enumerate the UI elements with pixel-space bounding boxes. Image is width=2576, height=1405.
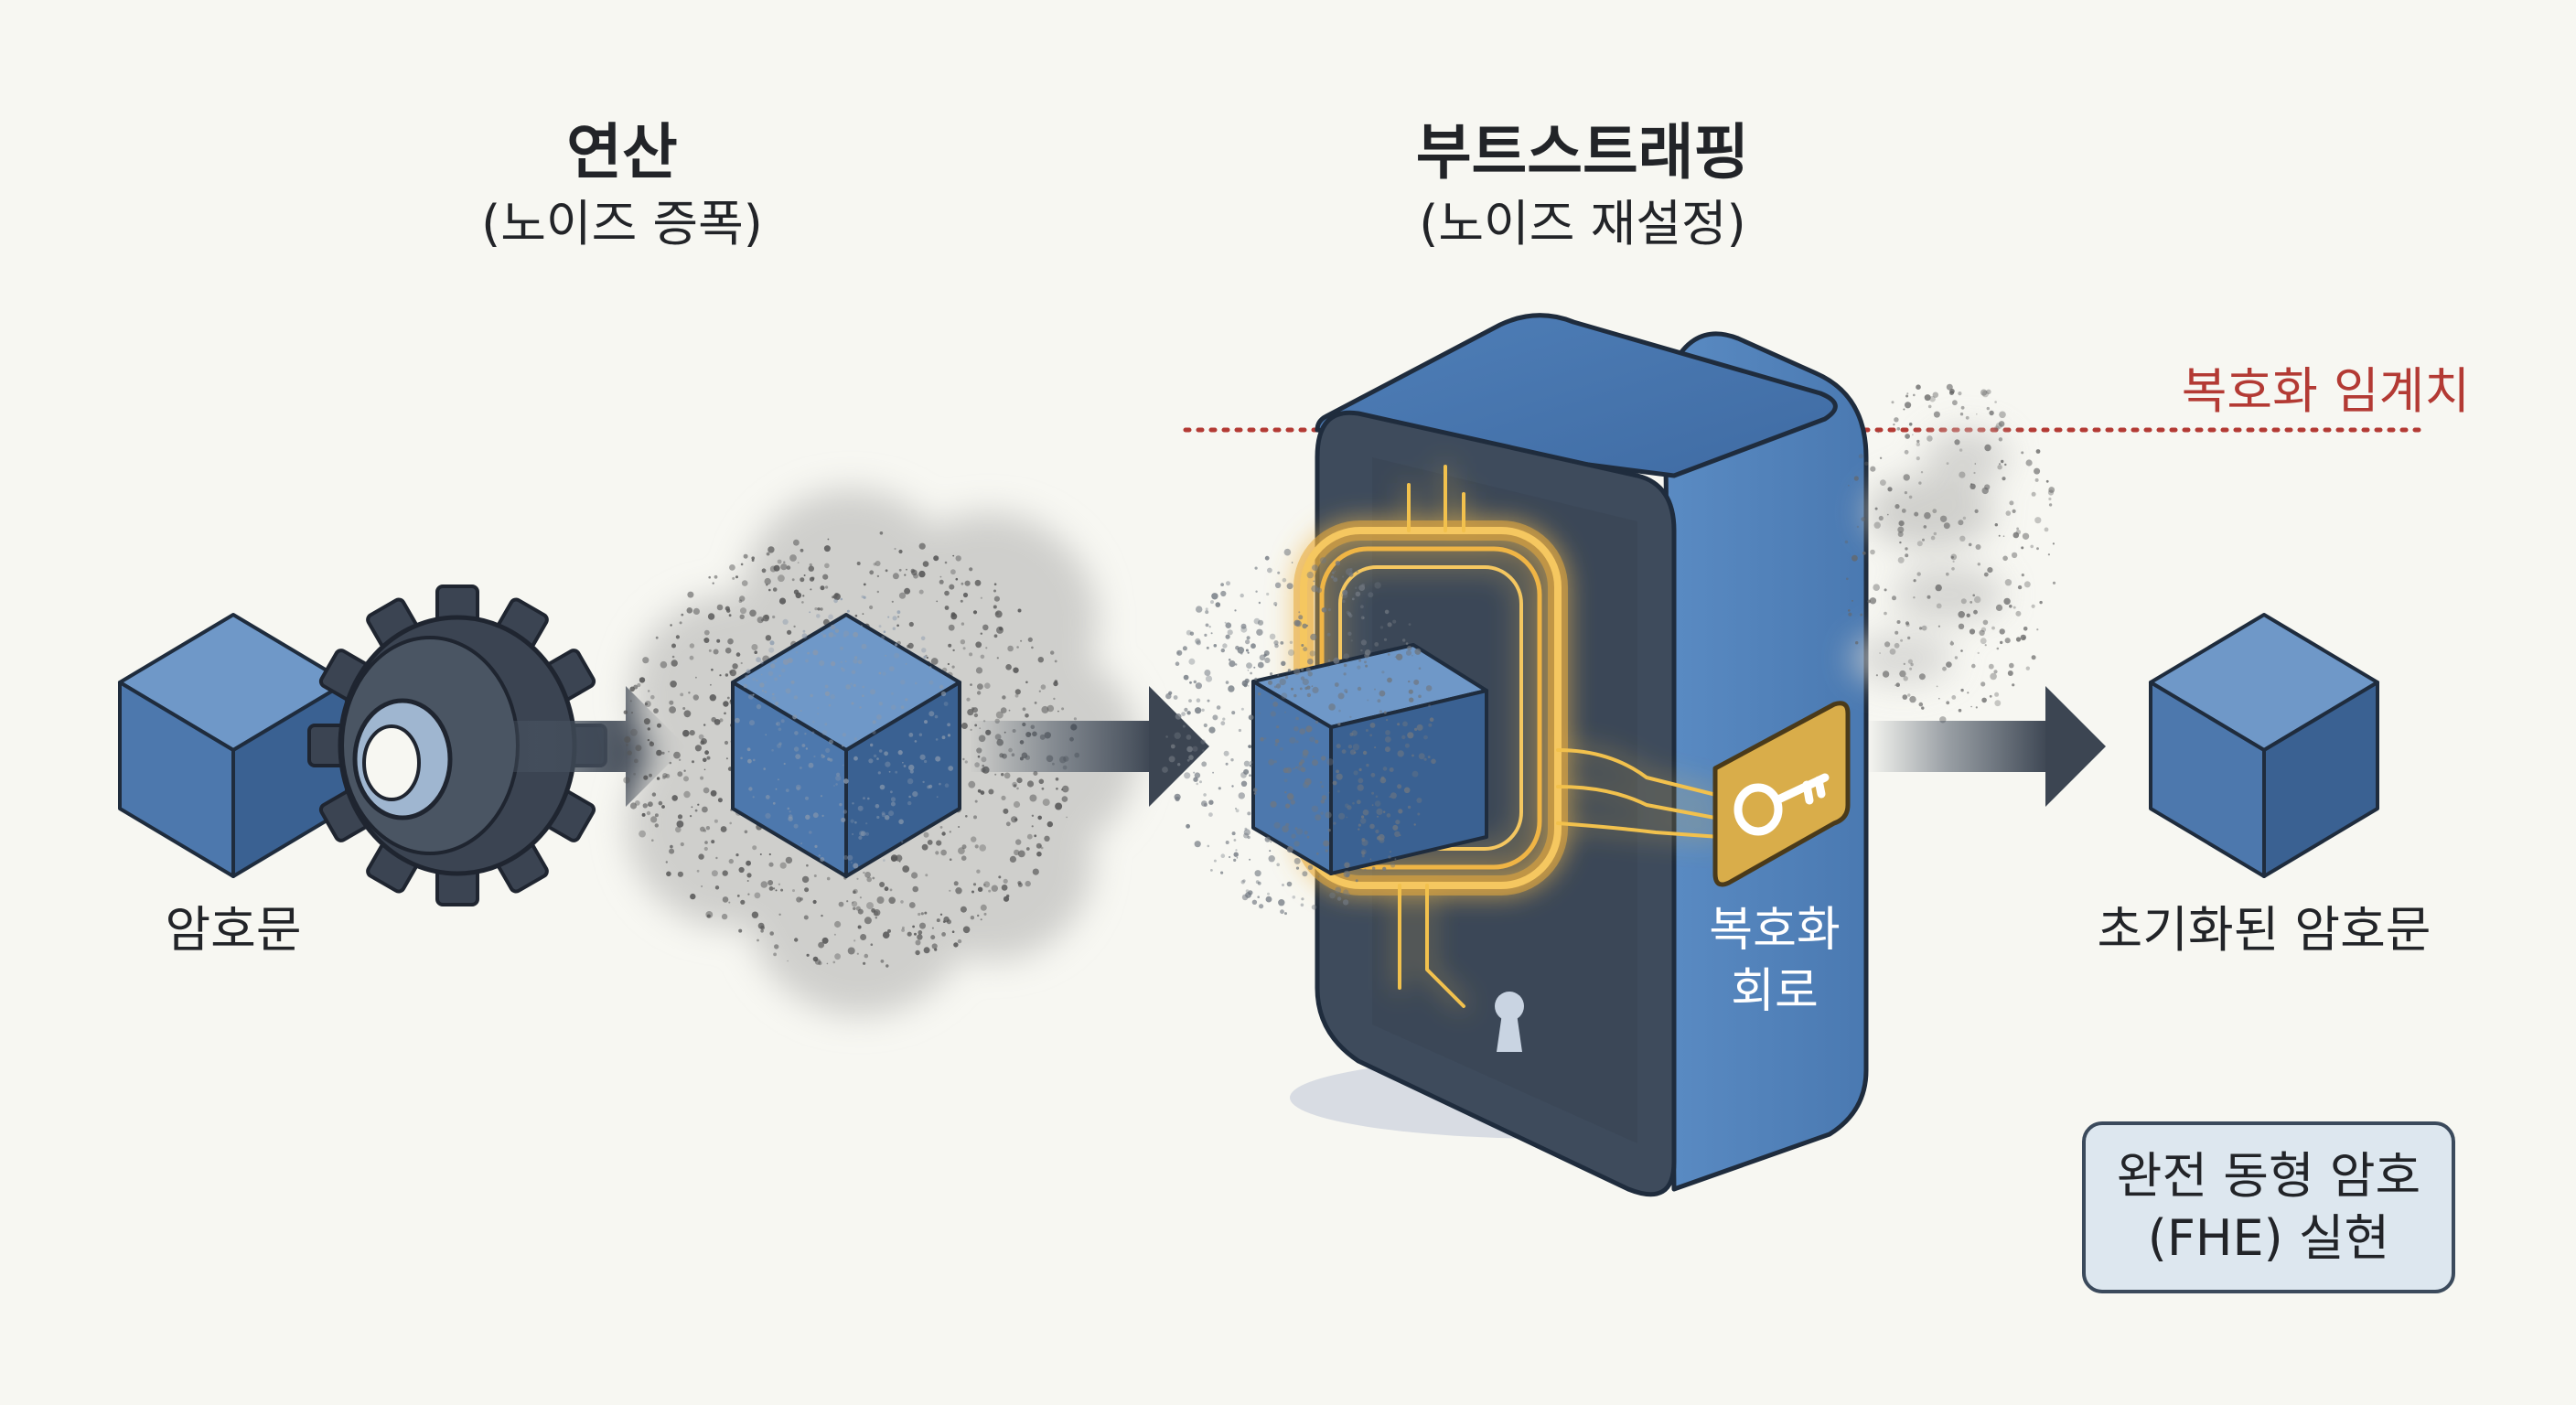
arrow-right-icon [1866,686,2106,807]
operation-subtitle: (노이즈 증폭) [481,195,763,252]
decryption-circuit-label-line1: 복호화 [1709,903,1841,958]
refreshed-ciphertext-label: 초기화된 암호문 [2097,901,2431,959]
arrow-right-icon [970,686,1209,807]
refreshed-ciphertext-cube-icon [2149,613,2379,878]
fhe-badge-line2: (FHE) 실현 [2147,1209,2390,1267]
decryption-threshold-label: 복호화 임계치 [2181,362,2470,420]
decryption-circuit-label-line2: 회로 [1731,964,1819,1019]
bootstrapped-cube-icon [1251,643,1488,875]
operation-title: 연산 [566,117,678,188]
released-noise-icon [1844,383,2056,724]
keyhole-icon [1495,992,1524,1052]
key-icon [1712,701,1851,887]
input-ciphertext-label: 암호문 [165,901,302,959]
gear-icon [307,585,607,906]
fhe-badge-line1: 완전 동형 암호 [2116,1147,2421,1205]
bootstrapping-title: 부트스트래핑 [1415,117,1750,188]
fhe-badge: 완전 동형 암호 (FHE) 실현 [2082,1121,2455,1293]
noisy-ciphertext-cube-icon [731,613,961,878]
ciphertext-cube-icon [118,613,349,878]
bootstrapping-subtitle: (노이즈 재설정) [1419,195,1746,252]
